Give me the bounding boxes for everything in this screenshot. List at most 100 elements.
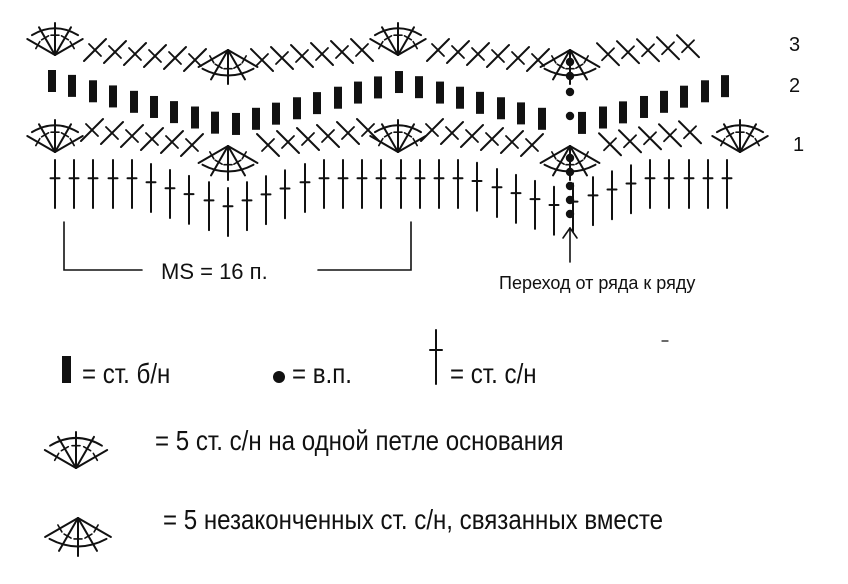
- dc-crossbar: [335, 45, 349, 59]
- diagonal-dc-symbol: [616, 40, 640, 65]
- diagonal-dc-symbol: [143, 44, 167, 68]
- row-number-3: 3: [789, 34, 801, 56]
- sc-symbol: [313, 92, 321, 115]
- shell-crossbar: [403, 35, 413, 41]
- dc-symbol: [203, 181, 215, 232]
- dc-crossbar: [148, 49, 162, 63]
- dc-crossbar: [125, 129, 139, 143]
- cluster-symbol: [539, 49, 601, 85]
- cluster-arc: [48, 537, 108, 548]
- shell-crossbar: [383, 35, 393, 41]
- row-number-1: 1: [793, 134, 805, 156]
- dc-symbol: [395, 159, 407, 209]
- dc-crossbar: [603, 137, 617, 152]
- ch-symbol: [565, 87, 575, 97]
- ch-symbol: [565, 195, 575, 205]
- sc-symbol: [170, 101, 178, 124]
- shell-crossbar: [403, 132, 413, 138]
- sc-symbol: [721, 75, 729, 98]
- cluster-stitch: [539, 145, 571, 164]
- shell-crossbar: [412, 137, 418, 147]
- shell-crossbar: [60, 35, 70, 41]
- cluster-crossbar: [63, 533, 72, 539]
- dc-symbol: [548, 185, 560, 236]
- cluster-stitch: [197, 49, 229, 68]
- dc-crossbar: [681, 39, 695, 54]
- sc-symbol: [232, 112, 240, 135]
- diagonal-dc-symbol: [618, 129, 642, 154]
- cluster-stitch: [227, 49, 259, 68]
- dc-crossbar: [168, 51, 182, 65]
- dc-crossbar: [531, 53, 545, 67]
- diagonal-dc-symbol: [83, 38, 107, 62]
- cluster-crossbar: [556, 159, 565, 165]
- sc-symbol: [334, 86, 342, 109]
- cluster-stitch: [58, 517, 79, 552]
- sc-symbol: [538, 107, 546, 130]
- diagonal-dc-symbol: [310, 42, 334, 66]
- dc-crossbar: [623, 134, 637, 149]
- dc-crossbar: [128, 47, 142, 61]
- row-3: [26, 22, 700, 85]
- dc-symbol: [625, 164, 637, 215]
- sc-symbol: [211, 111, 219, 134]
- sc-symbol: [272, 102, 280, 125]
- cluster-crossbar: [57, 524, 63, 533]
- diagonal-dc-symbol: [270, 46, 294, 70]
- cluster-crossbar: [93, 524, 99, 533]
- cluster-stitch: [569, 49, 588, 81]
- cluster-crossbar: [551, 55, 557, 64]
- dc-symbol: [356, 159, 368, 209]
- shell-stitch: [26, 38, 56, 56]
- sc-symbol: [395, 71, 403, 94]
- sc-symbol: [701, 80, 709, 103]
- dc-symbol: [587, 176, 599, 227]
- bracket-right: [317, 221, 412, 271]
- dc-symbol: [433, 159, 445, 209]
- shell-arc: [49, 436, 103, 447]
- shell-stitch: [723, 123, 741, 153]
- diagonal-dc-symbol: [356, 118, 380, 142]
- dc-symbol: [260, 175, 272, 226]
- dc-symbol: [721, 159, 733, 209]
- shell-symbol: [369, 22, 427, 56]
- dc-crossbar: [485, 132, 499, 146]
- sc-symbol: [130, 90, 138, 113]
- diagonal-dc-symbol: [420, 118, 444, 142]
- dc-crossbar: [165, 135, 179, 149]
- dc-crossbar: [295, 49, 309, 63]
- dc-symbol: [471, 161, 483, 212]
- diagonal-dc-symbol: [140, 127, 164, 151]
- dc-crossbar: [281, 135, 295, 149]
- dc-symbol: [683, 159, 695, 209]
- legend-cluster-text: = 5 незаконченных ст. с/н, связанных вме…: [163, 504, 664, 535]
- shell-arc: [373, 27, 423, 37]
- shell-stitch: [369, 135, 399, 153]
- sc-symbol: [89, 80, 97, 103]
- diagonal-dc-symbol: [183, 48, 207, 72]
- sc-symbol: [619, 101, 627, 124]
- dc-symbol: [644, 159, 656, 209]
- ch-symbol: [565, 57, 575, 67]
- sc-symbol: [680, 85, 688, 108]
- sc-symbol: [517, 102, 525, 125]
- shell-arc: [30, 27, 80, 37]
- diagonal-dc-symbol: [80, 118, 104, 142]
- shell-stitch: [26, 135, 56, 153]
- dc-symbol: [241, 181, 253, 232]
- transition-label: Переход от ряда к ряду: [499, 273, 696, 293]
- arrow-head-right: [569, 227, 578, 239]
- shell-symbol: [369, 119, 427, 153]
- diagonal-dc-symbol: [103, 40, 127, 64]
- sc-symbol: [660, 90, 668, 113]
- cluster-crossbar: [551, 151, 557, 160]
- shell-stitch: [397, 135, 427, 153]
- shell-crossbar: [53, 452, 60, 462]
- dc-symbol: [299, 163, 311, 214]
- diagonal-dc-symbol: [526, 48, 550, 72]
- dc-crossbar: [465, 129, 479, 143]
- shell-crossbar: [35, 40, 41, 50]
- diagonal-dc-symbol: [276, 130, 300, 154]
- row-1: [26, 118, 769, 181]
